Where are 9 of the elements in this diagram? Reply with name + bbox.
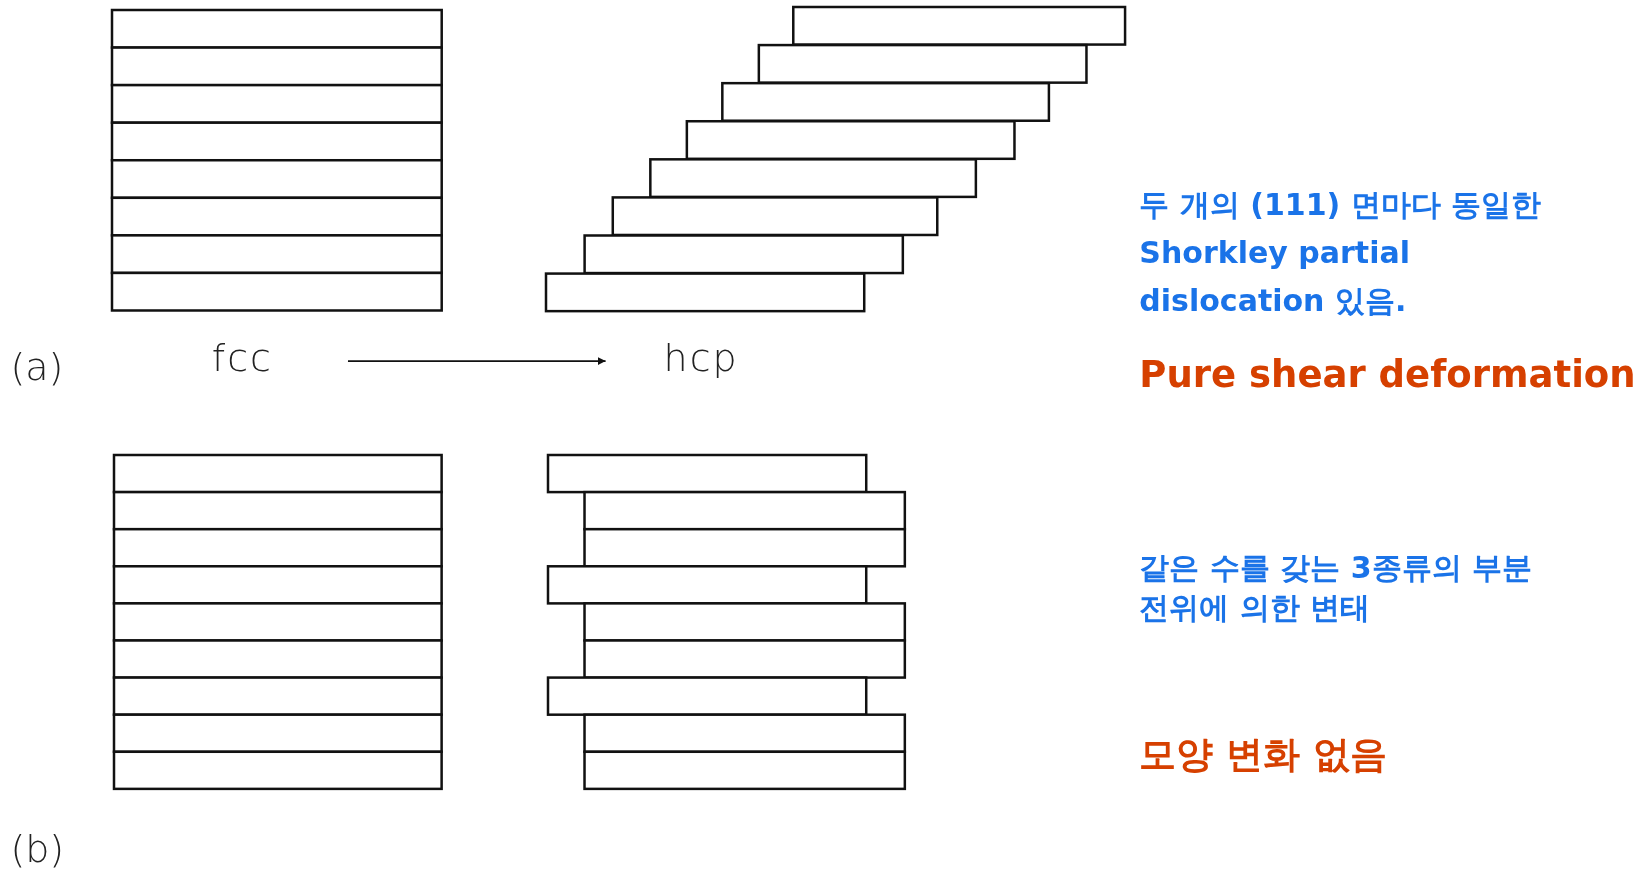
arrow	[347, 357, 607, 366]
phase-label: fcc	[211, 339, 273, 378]
annotation-text: 같은 수를 갖는 3종류의 부분전위에 의한 변태	[1139, 548, 1533, 627]
phase-label: hcp	[663, 339, 739, 378]
annotation-text: 두 개의 (111) 면마다 동일한 Shorkley partial dislocation 있음.	[1139, 185, 1543, 320]
panel-label: (a)	[10, 344, 64, 392]
annotation-text: Pure shear deformation	[1139, 352, 1636, 399]
panel-label: (b)	[10, 826, 65, 869]
annotation-text: 모양 변화 없음	[1139, 732, 1388, 779]
